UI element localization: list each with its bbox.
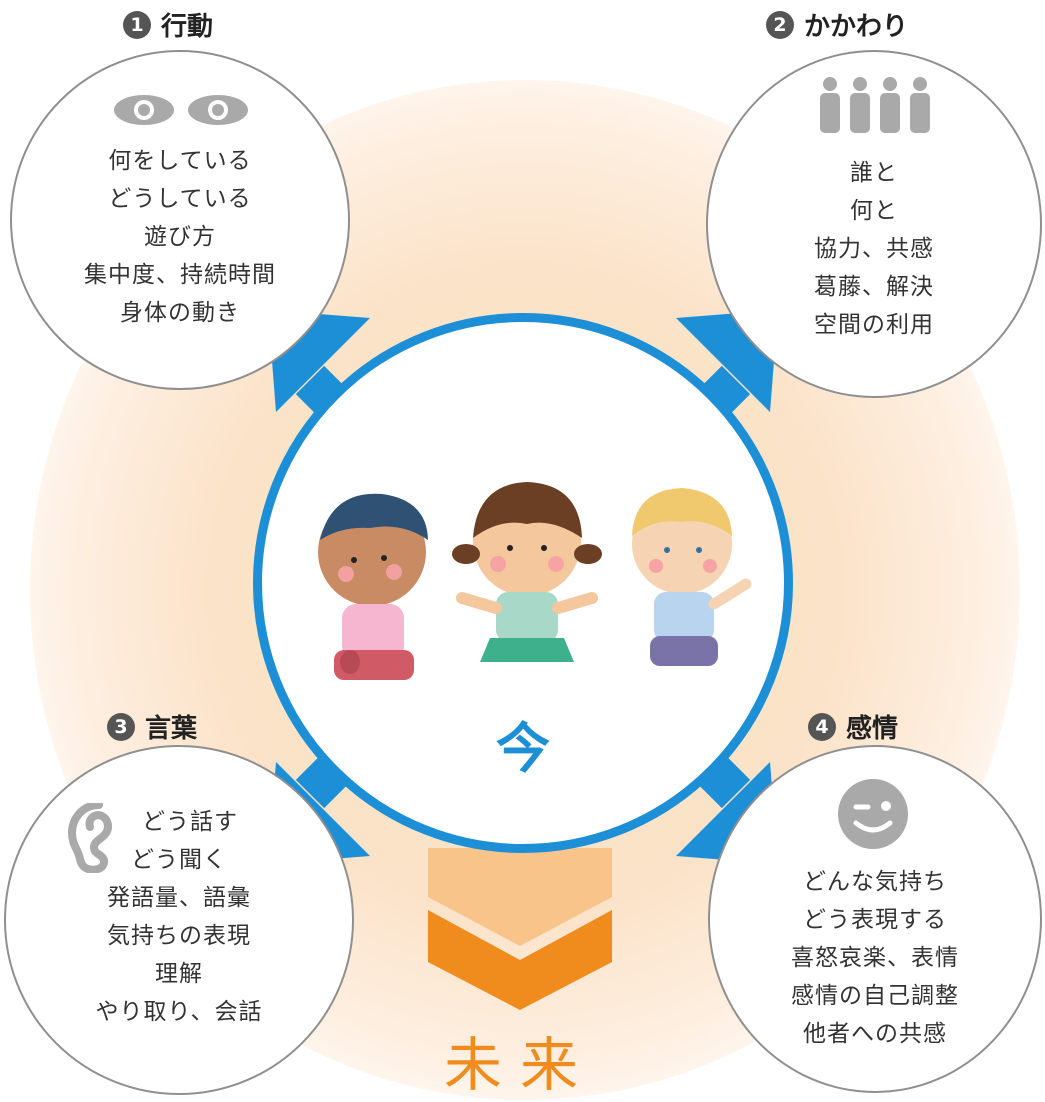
heading-behavior: 1 行動 (123, 6, 213, 43)
children-illustration (318, 482, 752, 680)
behavior-line: 身体の動き (120, 300, 240, 326)
number-badge-4: 4 (808, 712, 836, 741)
child-middle-figure (452, 482, 602, 662)
circle-behavior: 何をしている どうしている 遊び方 集中度、持続時間 身体の動き (10, 50, 350, 390)
heading-language-title: 言葉 (145, 714, 198, 744)
relation-lines: 誰と 何と 協力、共感 葛藤、解決 空間の利用 (708, 154, 1040, 344)
ear-icon (68, 803, 112, 873)
language-line: 発語量、語彙 (107, 885, 251, 911)
language-lines: どう話す どう聞く 発語量、語彙 気持ちの表現 理解 やり取り、会話 (6, 803, 352, 1031)
behavior-line: 遊び方 (144, 224, 216, 250)
language-line: どう聞く (131, 847, 227, 873)
relation-line: 誰と (850, 160, 898, 186)
heading-emotion-title: 感情 (846, 714, 899, 744)
behavior-line: どうしている (108, 186, 252, 212)
emotion-line: 感情の自己調整 (791, 983, 959, 1009)
behavior-line: 何をしている (108, 148, 252, 174)
center-circle: 今 (253, 313, 793, 853)
future-label: 未来 (443, 1031, 596, 1099)
emotion-line: 他者への共感 (803, 1021, 947, 1047)
wink-face-icon (838, 779, 908, 849)
emotion-line: どう表現する (803, 907, 947, 933)
relation-line: 何と (850, 198, 898, 224)
emotion-line: 喜怒哀楽、表情 (791, 945, 959, 971)
people-group-icon (820, 77, 930, 133)
future-chevron (428, 848, 612, 1010)
heading-language: 3 言葉 (107, 708, 197, 745)
relation-line: 葛藤、解決 (814, 274, 934, 300)
behavior-line: 集中度、持続時間 (84, 262, 276, 288)
heading-behavior-title: 行動 (161, 12, 214, 42)
number-badge-1: 1 (123, 10, 151, 39)
heading-relation-title: かかわり (804, 12, 909, 42)
heading-emotion: 4 感情 (808, 708, 898, 745)
child-left-figure (318, 493, 428, 680)
circle-emotion: どんな気持ち どう表現する 喜怒哀楽、表情 感情の自己調整 他者への共感 (708, 745, 1042, 1093)
language-line: 気持ちの表現 (107, 923, 251, 949)
circle-language: どう話す どう聞く 発語量、語彙 気持ちの表現 理解 やり取り、会話 (4, 745, 354, 1095)
number-badge-2: 2 (766, 10, 794, 39)
circle-relation: 誰と 何と 協力、共感 葛藤、解決 空間の利用 (706, 50, 1042, 398)
relation-line: 協力、共感 (814, 236, 934, 262)
number-badge-3: 3 (107, 712, 135, 741)
relation-line: 空間の利用 (814, 312, 934, 338)
eyes-icon (114, 95, 248, 125)
language-line: やり取り、会話 (95, 999, 263, 1025)
emotion-lines: どんな気持ち どう表現する 喜怒哀楽、表情 感情の自己調整 他者への共感 (710, 863, 1040, 1053)
behavior-lines: 何をしている どうしている 遊び方 集中度、持続時間 身体の動き (12, 142, 348, 332)
language-line: 理解 (155, 961, 203, 987)
child-right-figure (632, 488, 752, 666)
now-label: 今 (496, 717, 550, 780)
heading-relation: 2 かかわり (766, 6, 908, 43)
emotion-line: どんな気持ち (803, 869, 947, 895)
language-line: どう話す (142, 809, 238, 835)
